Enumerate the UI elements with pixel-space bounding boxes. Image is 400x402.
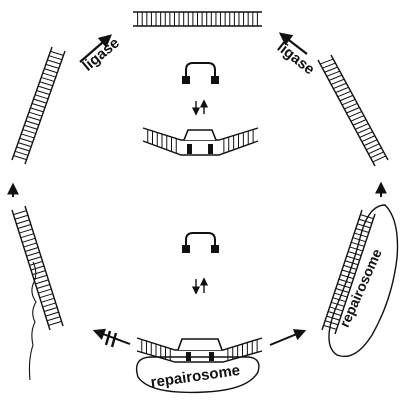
base-pair-rung — [47, 317, 60, 321]
protein-dimer-lower-icon — [182, 233, 219, 253]
base-pair-rung — [371, 152, 384, 158]
base-pair-rung — [344, 103, 357, 108]
base-pair-rung — [34, 99, 47, 103]
base-pair-rung — [347, 108, 360, 114]
base-pair-rung — [15, 151, 28, 155]
base-pair-rung — [338, 91, 351, 96]
base-pair-rung — [41, 298, 54, 302]
base-pair-rung — [49, 56, 62, 60]
base-pair-rung — [46, 312, 59, 316]
base-pair-rung — [342, 99, 355, 104]
base-pair-rung — [30, 108, 43, 112]
dna-duplex-left-upper-icon — [12, 47, 65, 164]
base-pair-rung — [17, 147, 30, 151]
base-pair-rung — [21, 234, 34, 238]
base-pair-rung — [327, 71, 340, 76]
bent-dna-complex-upper-icon — [143, 128, 258, 155]
base-pair-rung — [22, 238, 35, 242]
base-pair-rung — [41, 77, 54, 81]
base-pair-rung — [362, 136, 375, 142]
base-pair-rung — [26, 121, 39, 125]
base-pair-rung — [18, 224, 31, 228]
base-pair-rung — [331, 79, 344, 84]
base-pair-rung — [14, 156, 27, 160]
base-pair-rung — [320, 59, 333, 64]
base-pair-rung — [355, 124, 368, 130]
base-pair-rung — [28, 257, 41, 261]
base-pair-rung — [27, 252, 40, 256]
base-pair-rung — [349, 112, 362, 118]
base-pair-rung — [18, 143, 31, 147]
dna-duplex-left-lower-icon — [12, 206, 63, 380]
base-pair-rung — [23, 130, 36, 134]
base-pair-rung — [20, 138, 33, 142]
base-pair-rung — [16, 220, 29, 224]
base-pair-rung — [329, 75, 342, 80]
protein-dimer-upper-icon — [182, 63, 219, 84]
base-pair-rung — [364, 140, 377, 146]
ligase-label-left: ligase — [79, 34, 123, 74]
base-pair-rung — [38, 289, 51, 293]
equilibrium-arrows-upper-icon — [196, 101, 204, 114]
base-pair-rung — [32, 271, 45, 275]
base-pair-rung — [24, 243, 37, 247]
base-pair-rung — [43, 73, 56, 77]
base-pair-rung — [30, 261, 43, 265]
base-pair-rung — [21, 134, 34, 138]
base-pair-rung — [373, 156, 386, 162]
base-pair-rung — [37, 284, 50, 288]
base-pair-rung — [322, 63, 335, 68]
equilibrium-arrows-lower-icon — [196, 279, 204, 293]
base-pair-rung — [44, 69, 57, 73]
base-pair-rung — [13, 211, 26, 215]
base-pair-rung — [19, 229, 32, 233]
base-pair-rung — [40, 294, 53, 298]
base-pair-rung — [366, 144, 379, 150]
base-pair-rung — [351, 116, 364, 122]
base-pair-rung — [32, 104, 45, 108]
base-pair-rung — [325, 67, 338, 72]
base-pair-rung — [24, 125, 37, 129]
base-pair-rung — [35, 280, 48, 284]
base-pair-rung — [333, 83, 346, 88]
base-pair-rung — [43, 303, 56, 307]
base-pair-rung — [49, 321, 62, 325]
base-pair-rung — [44, 308, 57, 312]
base-pair-rung — [37, 90, 50, 94]
base-pair-rung — [340, 95, 353, 100]
base-pair-rung — [360, 132, 373, 138]
base-pair-rung — [31, 266, 44, 270]
arrow-bottom-right-icon — [270, 331, 304, 345]
base-pair-rung — [29, 112, 42, 116]
base-pair-rung — [357, 128, 370, 134]
base-pair-rung — [336, 87, 349, 92]
base-pair-rung — [35, 95, 48, 99]
base-pair-rung — [50, 51, 63, 55]
base-pair-rung — [46, 64, 59, 68]
dna-duplex-right-upper-icon — [318, 55, 388, 166]
base-pair-rung — [38, 86, 51, 90]
base-pair-rung — [47, 60, 60, 64]
base-pair-rung — [40, 82, 53, 86]
base-pair-rung — [368, 148, 381, 154]
blocked-arrow-icon — [95, 331, 130, 347]
base-pair-rung — [27, 117, 40, 121]
base-pair-rung — [15, 215, 28, 219]
dna-duplex-top-icon — [133, 12, 262, 26]
base-pair-rung — [25, 248, 38, 252]
base-pair-rung — [353, 120, 366, 126]
